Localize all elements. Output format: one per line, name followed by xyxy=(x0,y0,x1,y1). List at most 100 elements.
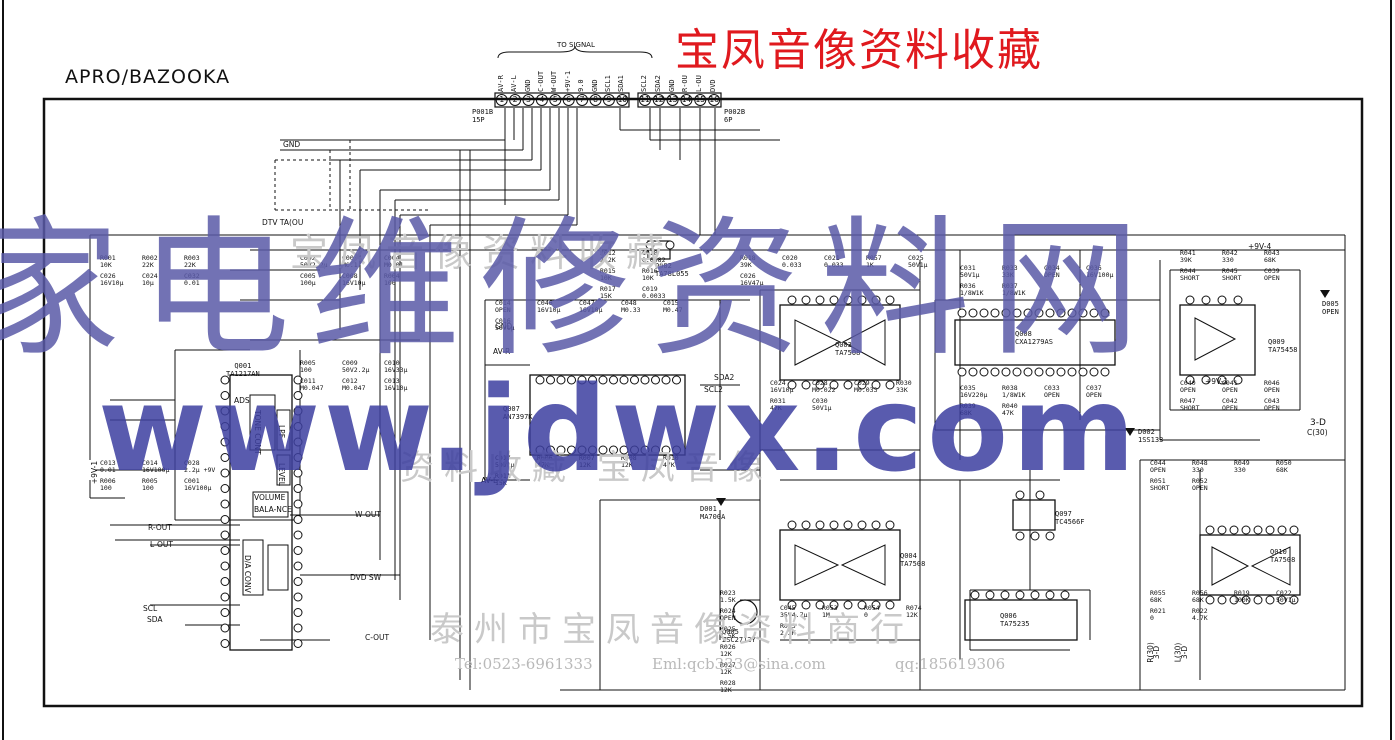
ic-pin xyxy=(293,375,303,385)
part-label: R005 100 xyxy=(300,359,316,374)
connector-pin xyxy=(602,94,615,106)
ic-pin xyxy=(815,600,825,610)
ic-pin xyxy=(957,308,967,318)
to-signal-bracket xyxy=(497,45,653,59)
transistor-q005 xyxy=(732,599,758,625)
ic-q097-body xyxy=(1012,499,1056,531)
block-label: D/A CONV xyxy=(243,555,252,593)
part-label: R074 12K xyxy=(906,604,922,619)
part-label: C025 50V1μ xyxy=(908,254,928,269)
part-label: C003 M0.1 xyxy=(342,254,358,269)
part-label: R042 330 xyxy=(1222,249,1238,264)
watermark-faint-bottom: 泰州市宝凤音像资料商行 xyxy=(430,610,914,650)
ic-pin xyxy=(1277,595,1287,605)
pin-labels-b-item: GND xyxy=(667,79,676,92)
ic-pin xyxy=(293,391,303,400)
block-volume-balance xyxy=(252,491,289,518)
ic-pin xyxy=(577,375,587,385)
ic-pin xyxy=(1089,308,1099,318)
part-label: C042 OPEN xyxy=(1222,397,1238,412)
part-label: R057 1K xyxy=(866,254,882,269)
ic-pin xyxy=(293,623,303,633)
part-label: C039 OPEN xyxy=(1264,267,1280,282)
ic-pin xyxy=(293,530,303,540)
connector-p001b-name: P001B xyxy=(472,108,494,116)
part-label: C013 16V10μ xyxy=(384,377,408,392)
part-label: R021 0 xyxy=(1150,607,1166,622)
three-d-label: 3-D xyxy=(1310,418,1326,428)
ic-pin xyxy=(885,600,895,610)
ic-pin xyxy=(293,592,303,602)
ic-pin xyxy=(293,406,303,416)
part-label: C013 0.01 xyxy=(100,459,116,474)
connector-pin xyxy=(589,94,602,106)
ic-pin xyxy=(1012,308,1022,318)
pin-labels-a-item: GND xyxy=(523,79,532,92)
transistor-q005-label: Q005 2SC2712Y xyxy=(722,628,756,644)
ic-pin xyxy=(801,295,811,305)
part-label: R003 22K xyxy=(184,254,200,269)
gnd-label-top: GND xyxy=(283,140,301,149)
part-label: C046 16V10μ xyxy=(537,299,561,314)
pin-labels-a-item: SCL1 xyxy=(603,75,612,92)
pin-labels-a-item: AV-L xyxy=(510,75,519,92)
ic-pin xyxy=(829,520,839,530)
ic-q010-body xyxy=(1199,534,1301,596)
ic-pin xyxy=(1229,525,1239,535)
part-label: C016 50V1μ xyxy=(495,317,515,332)
part-label: R041 39K xyxy=(1180,249,1196,264)
ic-pin xyxy=(293,484,303,493)
pin-numbers-a-item: 9 xyxy=(606,95,612,104)
diode-d002 xyxy=(1125,428,1135,436)
connector-pin xyxy=(576,94,589,106)
three-d-r-label: 3-D xyxy=(1152,645,1162,660)
ic-pin xyxy=(857,380,867,390)
ic-pin xyxy=(665,240,675,250)
ic-q004-body xyxy=(779,529,901,601)
connector-p002b-label: P002B 6P xyxy=(724,108,745,124)
ic-pin xyxy=(801,600,811,610)
pin-numbers-a-item: 5 xyxy=(552,95,558,104)
ic-pin xyxy=(220,375,230,385)
part-label: R022 4.7K xyxy=(1192,607,1208,622)
ic-pin xyxy=(1217,595,1227,605)
pin-labels-a-item: C-OUT xyxy=(536,70,545,92)
ic-pin xyxy=(990,308,1000,318)
scl-label: SCL xyxy=(143,604,158,613)
ic-pin xyxy=(220,577,230,586)
part-label: R055 68K xyxy=(1150,589,1166,604)
part-label: C028 M0.022 xyxy=(812,379,836,394)
ic-pin xyxy=(1265,595,1275,605)
ic-pin xyxy=(885,380,895,390)
connector-pin xyxy=(694,94,707,106)
ic-pin xyxy=(1023,367,1033,377)
ic-pin xyxy=(220,592,230,602)
part-label: R049 330 xyxy=(1234,459,1250,474)
ic-pin xyxy=(857,520,867,530)
part-label: R040 47K xyxy=(1002,402,1018,417)
ic-pin xyxy=(857,600,867,610)
ic-pin xyxy=(1289,595,1299,605)
part-label: C037 OPEN xyxy=(1086,384,1102,399)
ic-pin xyxy=(598,445,608,455)
ic-q008-label: Q008 CXA1279AS xyxy=(1015,330,1053,346)
ic-pin xyxy=(293,515,303,524)
pin-numbers-b-item: 16 xyxy=(709,95,719,104)
ic-pin xyxy=(1100,308,1110,318)
part-label: R031 47K xyxy=(770,397,786,412)
ic-pin xyxy=(1185,295,1195,305)
ic-pin xyxy=(1205,595,1215,605)
q003-opamp-a xyxy=(794,319,842,366)
part-label: C018 0.0082 xyxy=(642,249,666,264)
q009-opamp xyxy=(1194,317,1237,361)
ic-pin xyxy=(979,308,989,318)
ic-pin xyxy=(546,375,555,385)
part-label: C004 M0.01 xyxy=(384,254,404,269)
pin-labels-b-item: SDA2 xyxy=(653,75,662,92)
ic-q001-label: Q001 TA1217AN xyxy=(226,362,260,378)
ic-pin xyxy=(1045,531,1055,541)
part-label: C011 M0.047 xyxy=(300,377,324,392)
part-label: R001 10K xyxy=(100,254,116,269)
ic-pin xyxy=(661,375,671,385)
